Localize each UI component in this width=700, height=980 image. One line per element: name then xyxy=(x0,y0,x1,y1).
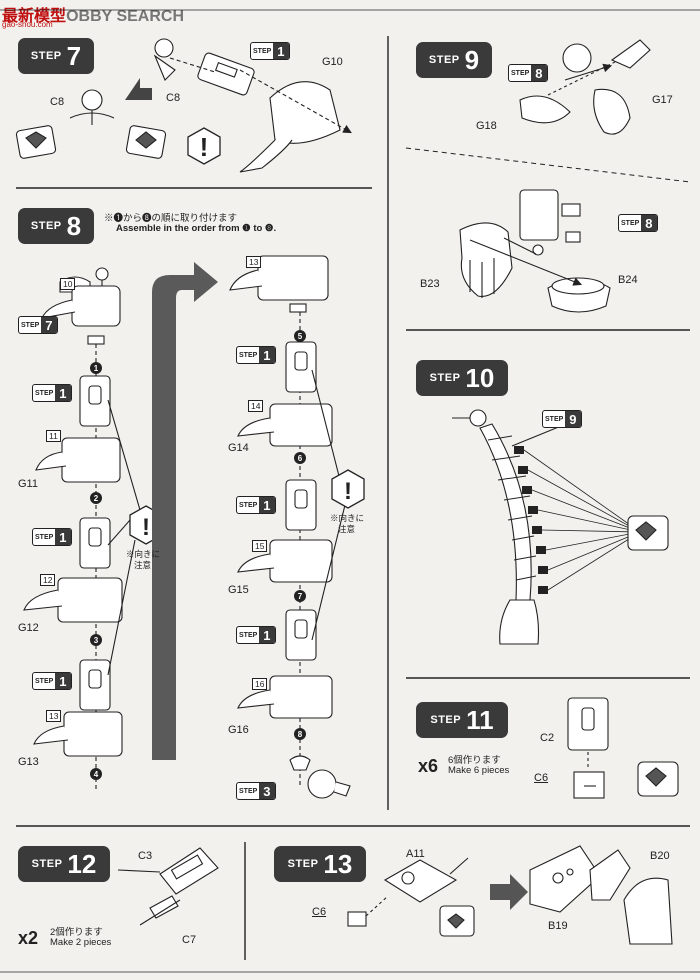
svg-text:6: 6 xyxy=(298,454,303,463)
part-tag-14: 14 xyxy=(248,400,264,412)
part-g12-label: G12 xyxy=(18,622,39,634)
step-11-jp: 6個作ります xyxy=(448,755,501,766)
step-11-multiplier: x6 xyxy=(418,756,439,776)
part-c6-label: C6 xyxy=(534,772,549,784)
part-g13-label: G13 xyxy=(18,756,39,768)
caution-jp-1: ※向きに xyxy=(126,549,161,559)
part-c6-label-2: C6 xyxy=(312,906,327,918)
part-tag-12: 12 xyxy=(40,574,56,586)
divider-9-dashed xyxy=(405,147,691,183)
part-c3-label: C3 xyxy=(138,850,153,862)
step-12-multiplier: x2 xyxy=(18,928,39,948)
part-tag-13: 13 xyxy=(46,710,62,722)
part-g15-label: G15 xyxy=(228,584,249,596)
part-tag-15: 15 xyxy=(252,540,268,552)
caution-jp-2: 注意 xyxy=(134,560,152,570)
part-b24-label: B24 xyxy=(618,274,638,286)
svg-text:5: 5 xyxy=(298,332,303,341)
step-12-jp: 2個作ります xyxy=(50,927,103,938)
part-c8-label-2: C8 xyxy=(166,92,181,104)
flow-arrow-icon xyxy=(152,262,218,760)
caution-jp-3: ※向きに xyxy=(330,513,365,523)
arrow-right-icon xyxy=(490,874,528,910)
part-g17-label: G17 xyxy=(652,94,673,106)
svg-text:8: 8 xyxy=(298,730,303,739)
step-8-note-en: Assemble in the order from ❶ to ❽. xyxy=(116,223,277,234)
part-b19-label: B19 xyxy=(548,920,568,932)
svg-text:3: 3 xyxy=(94,636,99,645)
order-1: 1 xyxy=(94,364,99,373)
caution-jp-4: 注意 xyxy=(338,524,356,534)
arrow-icon xyxy=(125,78,152,100)
part-tag-10: 10 xyxy=(60,278,76,290)
part-c8-label: C8 xyxy=(50,96,65,108)
part-b20-label: B20 xyxy=(650,850,670,862)
part-c7-label: C7 xyxy=(182,934,197,946)
step-8-note-jp: ※❶から❽の順に取り付けます xyxy=(104,213,238,224)
part-g14-label: G14 xyxy=(228,442,249,454)
part-g11-label: G11 xyxy=(18,478,38,490)
svg-text:7: 7 xyxy=(298,592,303,601)
watermark-url: gao-shou.com xyxy=(2,20,53,29)
watermark: 最新模型OBBY SEARCH xyxy=(2,8,185,25)
part-tag-16: 16 xyxy=(252,678,268,690)
svg-text:!: ! xyxy=(200,132,209,162)
svg-text:!: ! xyxy=(142,514,150,541)
part-tag-13-b: 13 xyxy=(246,256,262,268)
step-11-en: Make 6 pieces xyxy=(448,765,510,776)
svg-text:4: 4 xyxy=(94,770,99,779)
part-g16-label: G16 xyxy=(228,724,249,736)
step-12-en: Make 2 pieces xyxy=(50,937,112,948)
svg-text:2: 2 xyxy=(94,494,99,503)
svg-text:!: ! xyxy=(344,478,352,505)
part-g10-label: G10 xyxy=(322,56,343,68)
part-tag-11: 11 xyxy=(46,430,61,442)
part-b23-label: B23 xyxy=(420,278,440,290)
part-c2-label: C2 xyxy=(540,732,555,744)
part-g18-label: G18 xyxy=(476,120,497,132)
part-a11-label: A11 xyxy=(406,848,425,860)
